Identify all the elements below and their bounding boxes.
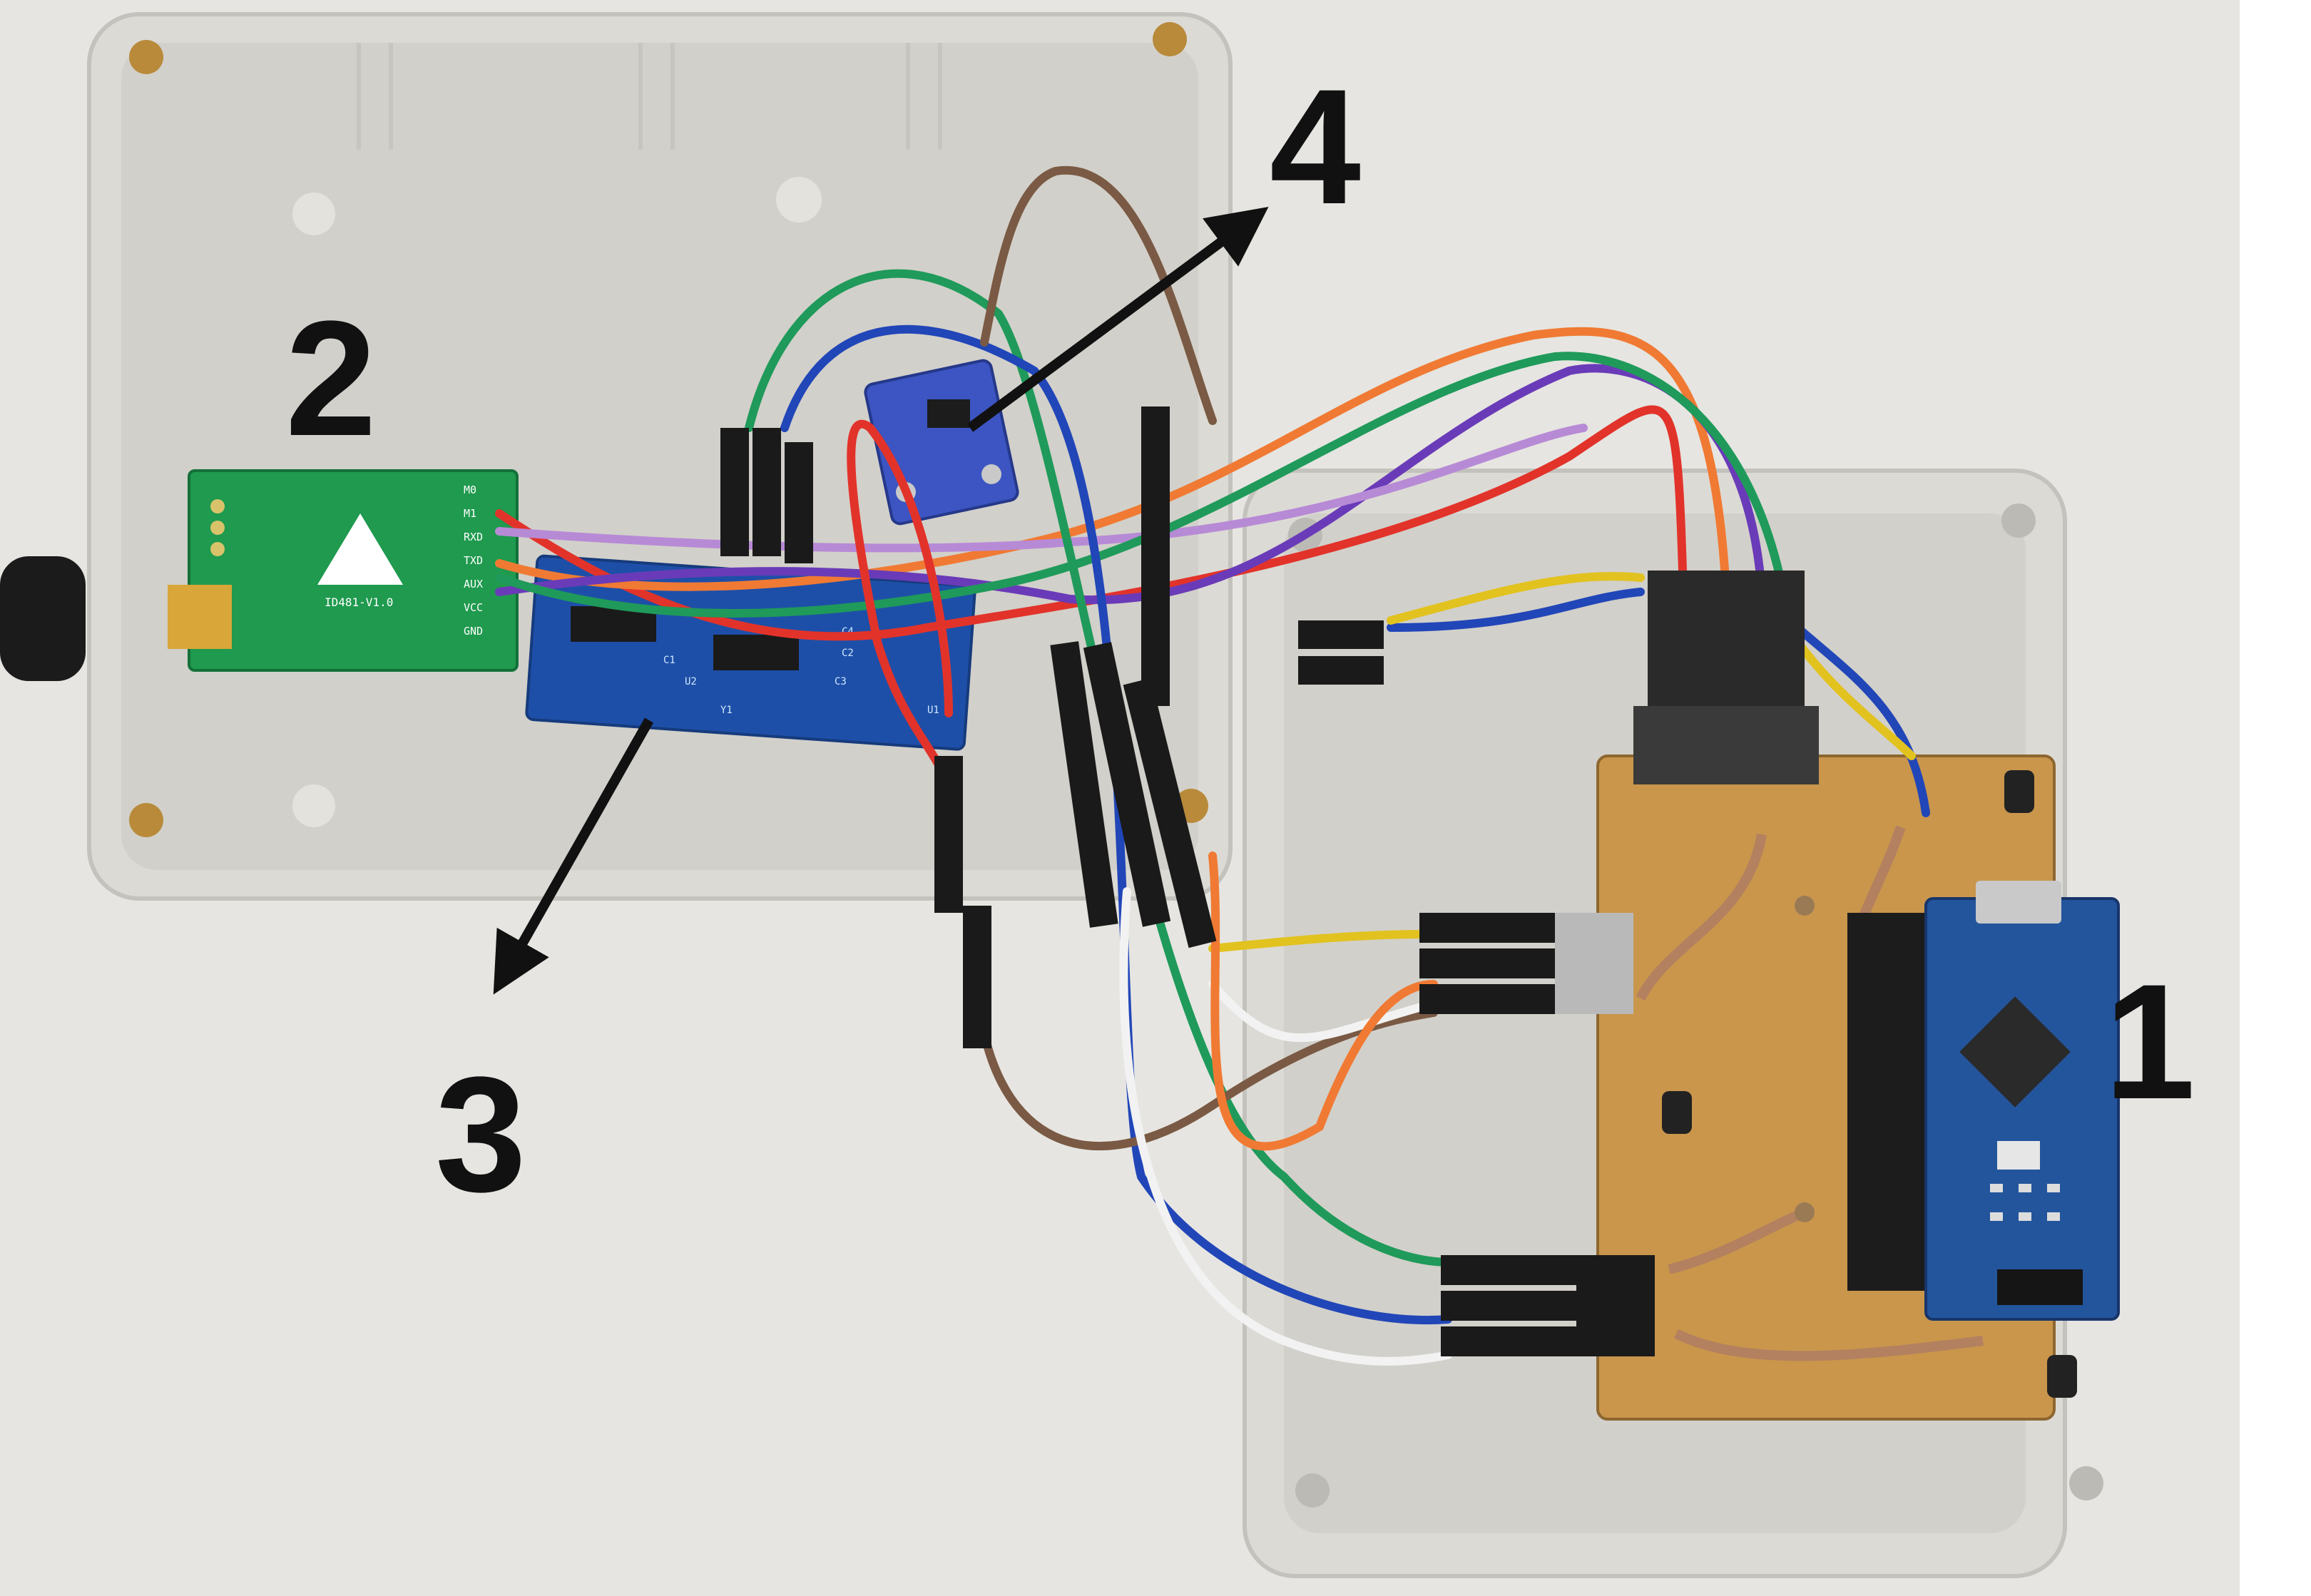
- right-margin: [2240, 0, 2311, 1596]
- arrow-3: [493, 717, 654, 995]
- board-silk-label: C1: [663, 655, 675, 666]
- jumper-housing: [963, 906, 991, 1048]
- jumper-housing: [1298, 620, 1384, 649]
- jumper-housing: [1298, 656, 1384, 685]
- wire-orange: [495, 327, 1730, 596]
- jumper-housing: [785, 442, 813, 563]
- board-silk-label: C3: [835, 676, 847, 687]
- left-enclosure: [87, 12, 1233, 901]
- screw-hole: [129, 40, 163, 74]
- jumper-housing: [720, 428, 749, 556]
- callout-4: 4: [1270, 55, 1361, 238]
- wire-blue-2: [1387, 588, 1930, 817]
- pin-label-txd: TXD: [464, 554, 483, 567]
- callout-1: 1: [2104, 950, 2195, 1133]
- screw-hole: [1153, 22, 1187, 56]
- sensor-board: [864, 359, 1019, 526]
- jumper-housing: [1083, 642, 1171, 927]
- connectors: [720, 406, 1819, 1356]
- jumper-housing: [1050, 641, 1118, 928]
- pin-label-vcc: VCC: [464, 601, 483, 614]
- jumper-housing: [753, 428, 781, 556]
- standoff: [2004, 770, 2034, 813]
- wire-green-2: [745, 269, 1452, 1267]
- pin-label-m1: M1: [464, 507, 476, 520]
- jumper-housing: [1441, 1291, 1583, 1321]
- wire-yellow: [1208, 572, 1916, 953]
- pin-label-aux: AUX: [464, 578, 483, 590]
- arrow-4: [966, 207, 1269, 432]
- jumper-housing: [1419, 913, 1562, 943]
- board-silk-label: U2: [685, 676, 697, 687]
- board-silk-label: C2: [842, 648, 854, 659]
- jumper-housing: [1441, 1326, 1583, 1356]
- screw-hole: [129, 803, 163, 837]
- header-socket: [1648, 571, 1805, 706]
- wire-red-2: [847, 419, 953, 774]
- radio-module: ID481-V1.0 M0 M1 RXD TXD AUX VCC GND: [168, 469, 519, 672]
- arduino-nano: [1847, 881, 2120, 1321]
- callout-2: 2: [285, 287, 377, 470]
- wire-white: [1119, 887, 1452, 1366]
- wire-orange-2: [1208, 851, 1438, 1151]
- pin-label-gnd: GND: [464, 625, 483, 638]
- jumper-housing: [1419, 984, 1562, 1014]
- jumper-housing: [1419, 948, 1562, 978]
- jumper-housing: [1441, 1255, 1583, 1285]
- esd-warning-icon: [317, 513, 403, 585]
- pin-sleeve: [1555, 913, 1633, 1014]
- wire-brown: [980, 165, 1438, 1151]
- board-silk-label: Y1: [720, 705, 733, 716]
- wire-green: [495, 352, 1787, 618]
- antenna-connector: [168, 585, 232, 649]
- jumper-housing: [934, 756, 963, 913]
- reset-button: [1997, 1141, 2040, 1170]
- standoff: [2047, 1355, 2077, 1398]
- callout-3: 3: [435, 1043, 526, 1226]
- jumper-housing: [1141, 406, 1170, 706]
- standoff: [1662, 1091, 1692, 1134]
- usb-port: [1976, 881, 2061, 924]
- pin-label-rxd: RXD: [464, 531, 483, 543]
- jumper-housing: [1123, 677, 1217, 948]
- header-socket: [1633, 706, 1819, 784]
- radio-model-label: ID481-V1.0: [325, 595, 393, 609]
- pin-label-m0: M0: [464, 484, 476, 496]
- antenna-cable: [0, 556, 86, 681]
- jumper-housing: [1576, 1255, 1655, 1356]
- board-silk-label: U1: [927, 705, 939, 716]
- microcontroller-chip: [1959, 996, 2071, 1108]
